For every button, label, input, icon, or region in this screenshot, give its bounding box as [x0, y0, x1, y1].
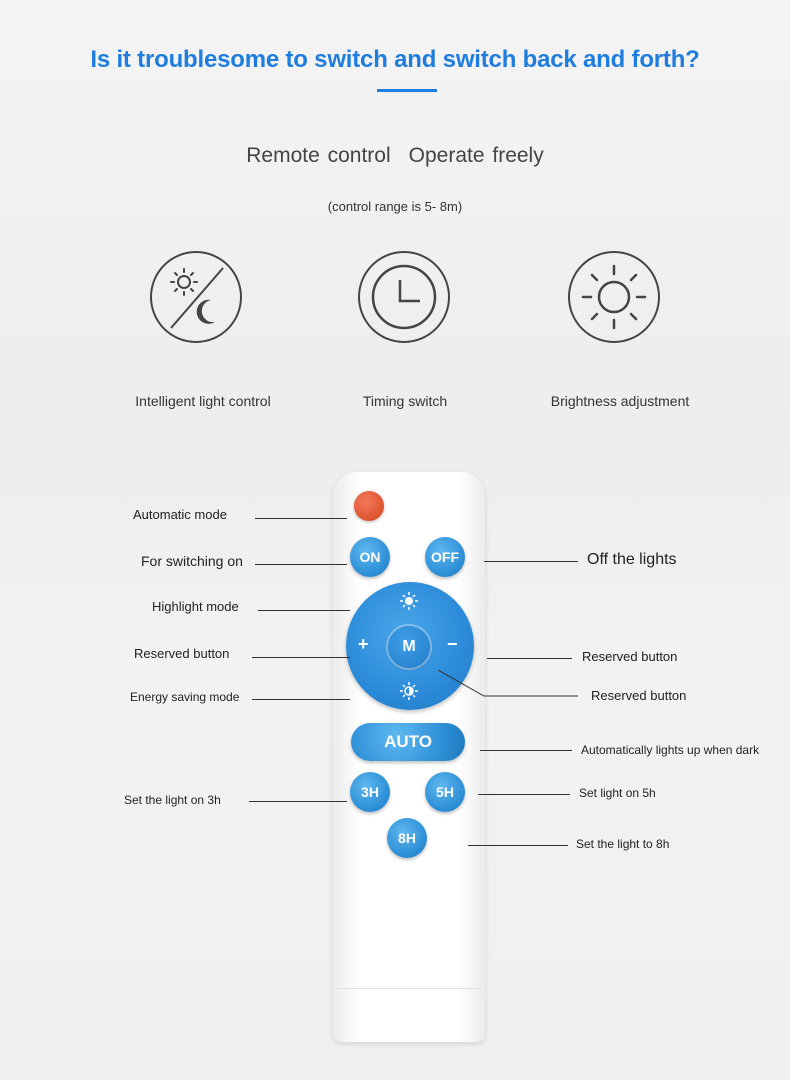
- feature-label-timing: Timing switch: [362, 393, 448, 409]
- m-button[interactable]: M: [388, 626, 430, 668]
- callout-8h: Set the light to 8h: [576, 837, 670, 851]
- callout-line: [484, 561, 578, 562]
- sun-icon: [568, 251, 660, 343]
- minus-button[interactable]: −: [447, 634, 458, 654]
- on-button[interactable]: ON: [350, 537, 390, 577]
- callout-line: [468, 845, 568, 846]
- off-button[interactable]: OFF: [425, 537, 465, 577]
- timer-5h-button[interactable]: 5H: [425, 772, 465, 812]
- energy-saving-icon[interactable]: [400, 682, 418, 700]
- clock-icon: [358, 251, 450, 343]
- timer-8h-button[interactable]: 8H: [387, 818, 427, 858]
- callout-line: [252, 699, 350, 700]
- callout-line: [255, 564, 347, 565]
- callout-reserved-right-2: Reserved button: [591, 688, 687, 703]
- sun-moon-icon: [150, 251, 242, 343]
- subtitle-right: Operate freely: [408, 144, 544, 167]
- feature-label-brightness: Brightness adjustment: [550, 393, 690, 409]
- callout-line: [487, 658, 572, 659]
- callout-automatic-mode: Automatic mode: [133, 507, 227, 522]
- callout-line: [438, 670, 578, 697]
- callout-auto-dark: Automatically lights up when dark: [581, 743, 760, 757]
- callout-reserved-left: Reserved button: [134, 646, 230, 661]
- automatic-mode-button[interactable]: [354, 491, 384, 521]
- callout-switching-on: For switching on: [141, 553, 243, 569]
- callout-energy-saving: Energy saving mode: [130, 690, 240, 704]
- subtitle: Remote control Operate freely: [0, 144, 790, 168]
- callout-line: [478, 794, 570, 795]
- auto-button[interactable]: AUTO: [351, 723, 465, 761]
- headline: Is it troublesome to switch and switch b…: [90, 46, 700, 73]
- remote-battery-cover: [337, 988, 481, 1039]
- callout-line: [252, 657, 350, 658]
- callout-line: [255, 518, 347, 519]
- callout-line: [249, 801, 347, 802]
- headline-underline: [377, 89, 437, 92]
- callout-line: [480, 750, 572, 751]
- highlight-mode-icon[interactable]: [400, 592, 418, 610]
- callout-line: [258, 610, 350, 611]
- feature-label-light-control: Intelligent light control: [135, 393, 271, 409]
- plus-button[interactable]: +: [358, 634, 369, 654]
- callout-3h: Set the light on 3h: [124, 793, 221, 807]
- subtitle-left: Remote control: [246, 144, 391, 167]
- timer-3h-button[interactable]: 3H: [350, 772, 390, 812]
- callout-5h: Set light on 5h: [579, 786, 656, 800]
- range-note: (control range is 5- 8m): [327, 199, 463, 214]
- callout-reserved-right-1: Reserved button: [582, 649, 678, 664]
- callout-highlight-mode: Highlight mode: [152, 599, 239, 614]
- callout-off-lights: Off the lights: [587, 551, 677, 568]
